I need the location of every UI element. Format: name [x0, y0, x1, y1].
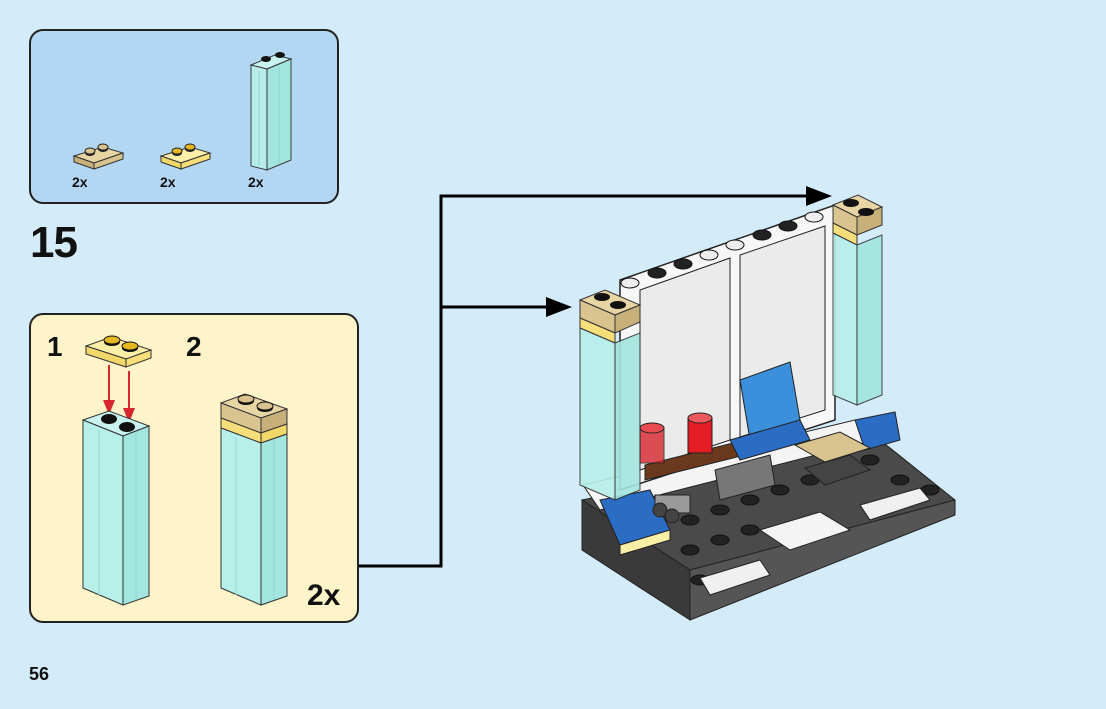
part-yellow-plate — [159, 143, 212, 170]
left-pillar — [578, 289, 642, 501]
blue-block-right — [854, 411, 901, 451]
laptop — [729, 361, 811, 461]
assembled-pillar-step2 — [219, 393, 289, 606]
frame-top-studs — [620, 211, 824, 289]
camera — [714, 454, 776, 501]
step-number: 15 — [30, 218, 78, 267]
right-pillar — [831, 194, 884, 406]
tan-plate — [793, 431, 872, 463]
yellow-strip — [619, 529, 671, 556]
part-quantity: 2x — [72, 174, 88, 190]
trans-brick-step1 — [81, 410, 151, 606]
part-quantity: 2x — [160, 174, 176, 190]
white-grille-tile — [699, 559, 771, 596]
red-insertion-arrows — [103, 365, 135, 423]
sub-step-number: 2 — [186, 331, 202, 362]
parts-list-box: 2x 2x 2x — [29, 29, 339, 204]
red-mugs — [639, 412, 713, 464]
sub-assembly-multiplier: 2x — [307, 579, 341, 612]
part-tan-plate — [72, 143, 125, 170]
arrow-head-top — [806, 186, 832, 206]
parts-illustrations — [72, 52, 293, 171]
sub-assembly-box: 1 2 — [29, 313, 359, 623]
part-trans-brick — [249, 52, 293, 171]
grille-tile — [803, 454, 872, 486]
binoculars — [652, 494, 691, 524]
connector-line-top — [359, 194, 812, 568]
white-grille-tile — [859, 487, 931, 521]
part-quantity: 2x — [248, 174, 264, 190]
white-center-piece — [758, 511, 852, 551]
sub-assembly-illustration — [81, 335, 289, 606]
page-number: 56 — [29, 664, 50, 684]
sub-step-number: 1 — [47, 331, 63, 362]
arrow-head-mid — [546, 297, 572, 317]
floating-yellow-plate — [84, 335, 153, 368]
